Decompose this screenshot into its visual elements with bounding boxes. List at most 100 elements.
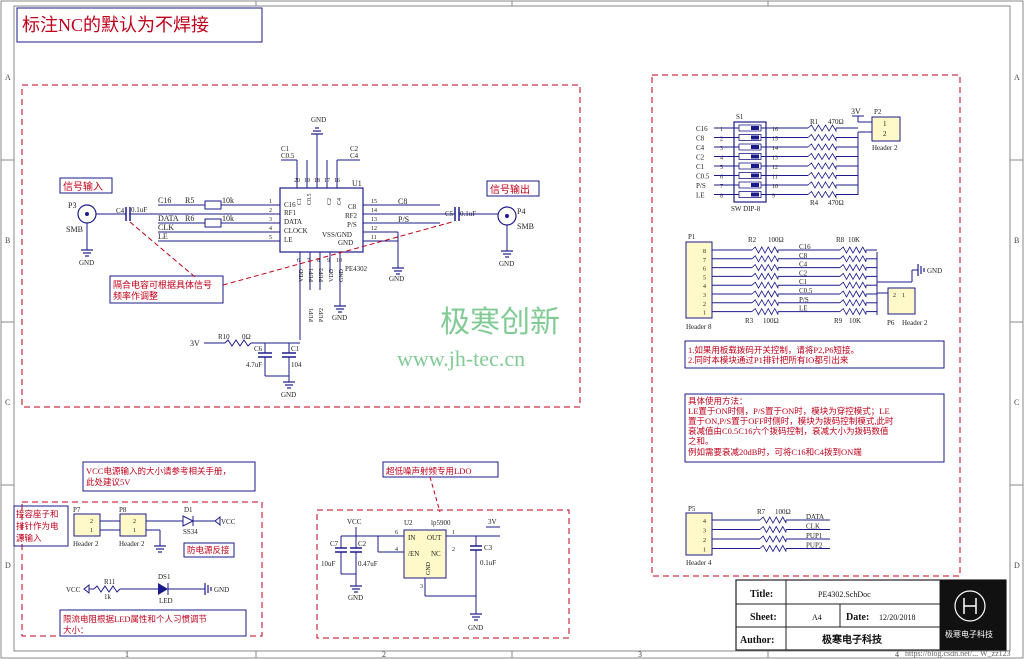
dip-net-label: C16: [696, 125, 708, 133]
dip-net-label: C2: [696, 154, 705, 162]
p5-pin-num: 4: [703, 519, 706, 525]
row-label: B: [5, 236, 10, 245]
row-label: A: [5, 73, 11, 82]
u1-pin-left: DATA: [284, 218, 302, 226]
p1-pin-num: 2: [703, 302, 706, 308]
u2-num: 3: [420, 584, 423, 590]
r9-value: 10K: [849, 317, 861, 325]
r8-ref: R8: [836, 236, 845, 244]
ldo-vcc: VCC: [347, 518, 362, 526]
ds1-part: LED: [159, 597, 173, 605]
ds1-ref: DS1: [158, 573, 171, 581]
p7-ref: P7: [73, 506, 81, 514]
dip-pin-num: 16: [772, 127, 778, 133]
u2-pin: IN: [408, 534, 415, 542]
r11-value: 1k: [104, 593, 112, 601]
dip-pin-num: 12: [772, 165, 778, 171]
u1-gnd: GND: [389, 275, 404, 283]
dip-pin-num: 6: [720, 175, 723, 181]
u1-pin-top: C1: [297, 198, 303, 205]
s1-ref: S1: [736, 113, 744, 121]
u1-bottom-gnd: GND: [332, 314, 347, 322]
ldo-label-pointer: [429, 476, 441, 513]
r5-value: 10k: [222, 196, 234, 205]
p1-pin-num: 8: [703, 249, 706, 255]
usage-note-line: LE置于ON时侧，P/S置于ON时，模块为穿控模式；LE: [688, 406, 890, 416]
p7-type: Header 2: [73, 540, 99, 548]
row-label: C: [1014, 398, 1019, 407]
u1-num: 8: [317, 258, 320, 264]
author-label: Author:: [740, 635, 774, 646]
led-note-line: 大小：: [63, 625, 89, 635]
u1-num: 9: [327, 258, 330, 264]
row-label: A: [1014, 73, 1020, 82]
cap-note-line: 隔合电容可根据具体信号: [113, 279, 212, 290]
rf-section: 信号输入 信号输出 P3 SMB GND C4 0.1uF C16 R5 10k…: [59, 116, 540, 399]
p1-pin-num: 6: [703, 267, 706, 273]
h4-net-label: DATA: [806, 513, 824, 521]
dip-net-label: P/S: [696, 182, 706, 190]
h8-net-label: C2: [799, 269, 808, 277]
dip-net-label: C1: [696, 163, 705, 171]
dip-pin-num: 13: [772, 156, 778, 162]
r7-value: 100Ω: [775, 508, 791, 516]
r10-value: 0Ω: [242, 333, 251, 341]
r3-ref: R3: [745, 317, 754, 325]
dip-pin-num: 2: [720, 137, 723, 143]
net-le: LE: [158, 232, 168, 241]
u1-pe4302-chip: [279, 187, 364, 253]
u1-part: PE4302: [345, 265, 368, 273]
led-gnd: GND: [214, 586, 229, 594]
led-note-line: 限流电阻根据LED属性和个人习惯调节: [63, 614, 208, 624]
dip-supply: 3V: [851, 107, 861, 116]
p1-pin-num: 5: [703, 275, 706, 281]
r11-ref: R11: [104, 578, 116, 586]
dip-pin-num: 9: [772, 194, 775, 200]
watermark-name: 极寒创新: [440, 306, 560, 339]
p1-header8: [685, 241, 713, 319]
ldo-section-boundary: [316, 509, 570, 639]
r8-value: 10K: [848, 236, 860, 244]
u2-num: 2: [452, 547, 455, 553]
s1-type: SW DIP-8: [731, 205, 761, 213]
dip-net-label: C4: [696, 144, 705, 152]
u2-num: 6: [395, 530, 398, 536]
p7-pin: 1: [90, 528, 93, 534]
r4-value: 470Ω: [828, 199, 844, 207]
usage-note-line: 具体使用方法：: [688, 396, 748, 406]
u1-pin-top: C4: [337, 198, 343, 205]
frame-labels: A B C D A B C D 1 2 3 4: [5, 73, 1020, 659]
r2-ref: R2: [748, 236, 757, 244]
net-top-c05: C0.5: [281, 152, 295, 160]
u1-pin-top: C2: [327, 198, 333, 205]
dip-net-label: C8: [696, 135, 705, 143]
p2-ref: P2: [874, 108, 882, 116]
usage-note-line: 之和。: [688, 436, 714, 446]
u1-pin-bottom: PUP2: [319, 268, 325, 282]
p1-pin-num: 1: [703, 311, 706, 317]
p3-ref: P3: [68, 201, 76, 210]
r7-ref: R7: [757, 508, 766, 516]
net-ps: P/S: [398, 215, 409, 224]
p1-pin-num: 7: [703, 258, 706, 264]
usage-note-line: 置于ON,P/S置于OFF时侧时，模块为拨码控制模式,此时: [688, 416, 894, 426]
u1-pin-left: CLOCK: [284, 227, 308, 235]
date-label: Date:: [846, 612, 869, 623]
d1-ref: D1: [184, 506, 193, 514]
signal-in-label: 信号输入: [63, 180, 103, 193]
u1-pin-right: C8: [348, 203, 357, 211]
h8-net-label: C4: [799, 261, 808, 269]
u1-num: 10: [336, 258, 342, 264]
u2-ref: U2: [404, 519, 413, 527]
ldo-out-3v: 3V: [488, 518, 497, 526]
h4-net-label: CLK: [806, 523, 820, 531]
sheet-value: A4: [812, 613, 822, 622]
control-note-line: 2.同时本模块通过P1排针把所有IO都引出来: [688, 355, 849, 365]
s1-dip-switch: [733, 121, 767, 203]
date-value: 12/20/2018: [879, 613, 915, 622]
dip-pin-num: 10: [772, 184, 778, 190]
d1-part: SS34: [183, 528, 198, 536]
dip-pin-num: 1: [720, 127, 723, 133]
